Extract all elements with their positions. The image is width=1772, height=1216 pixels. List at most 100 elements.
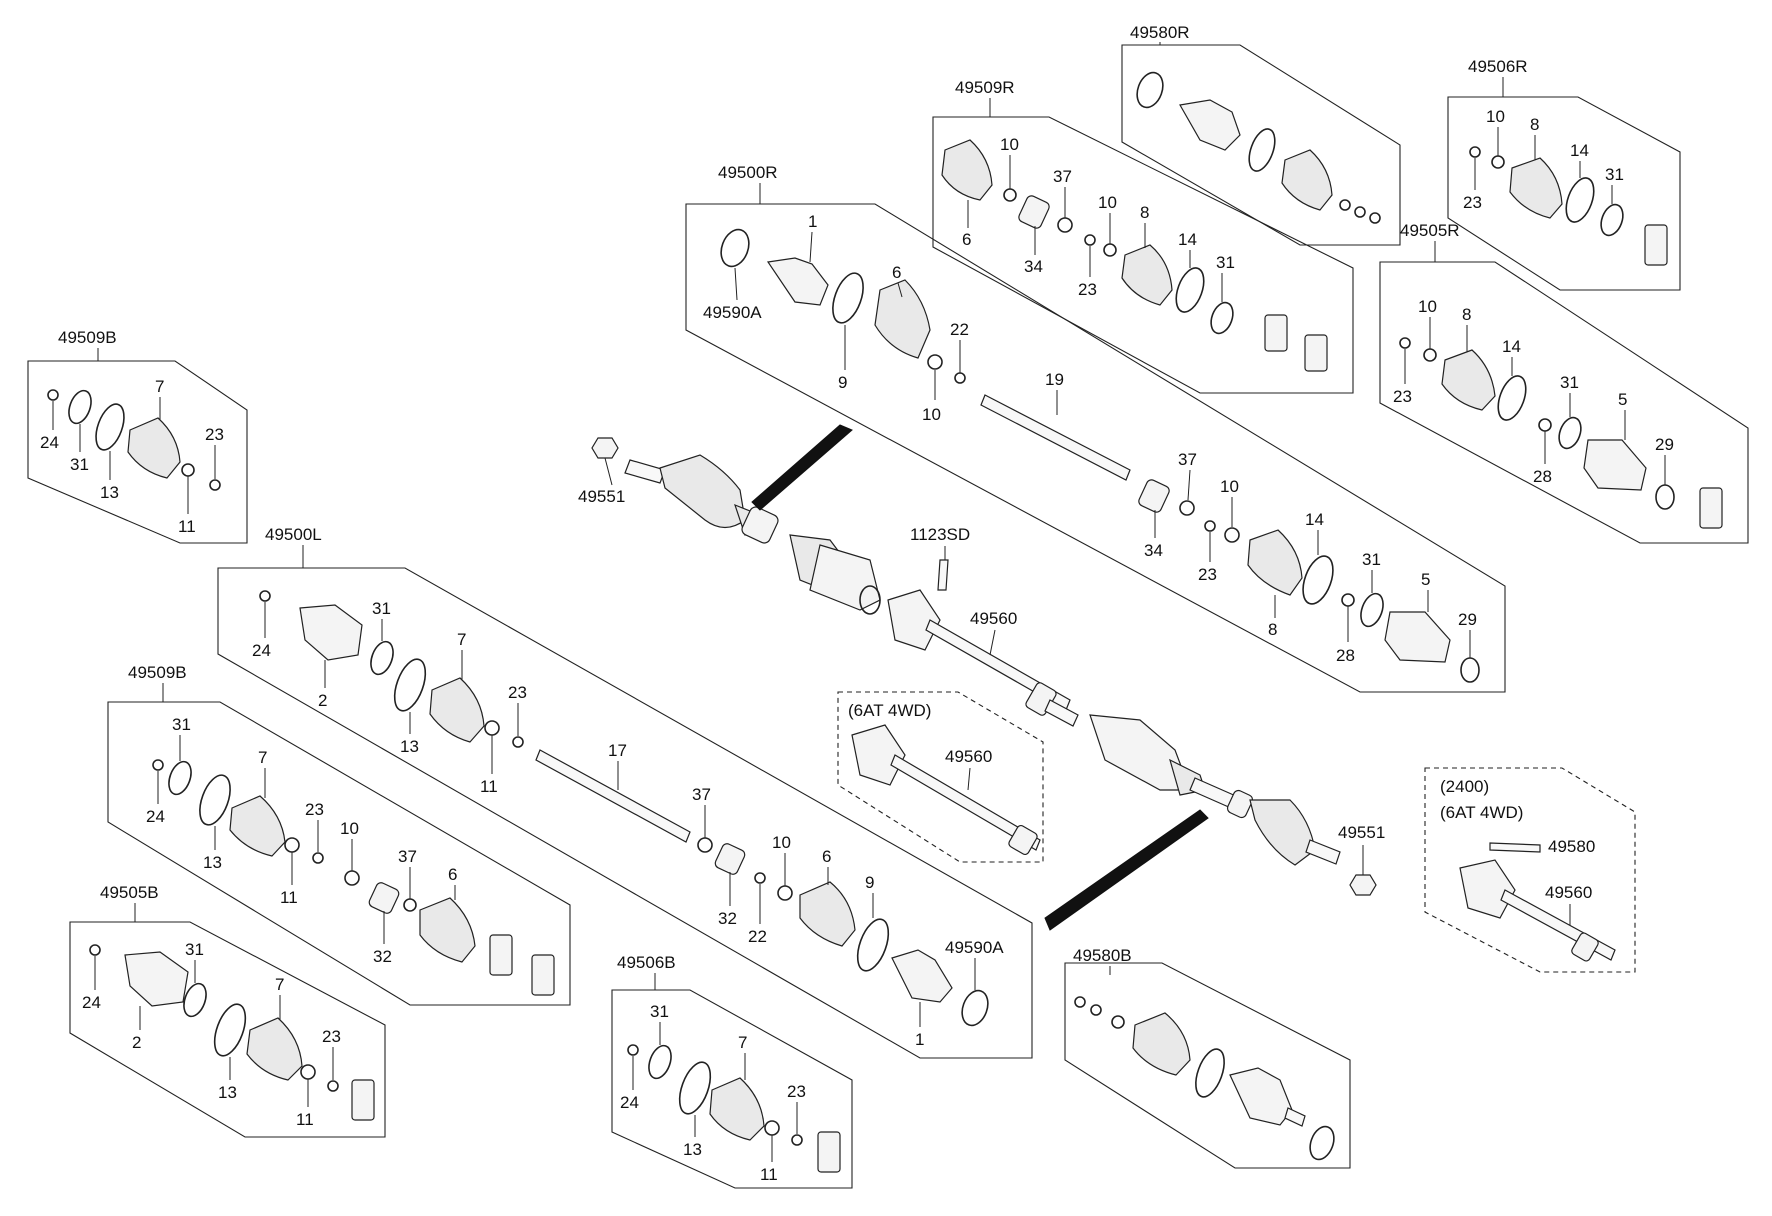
part-label: 5	[1421, 570, 1430, 589]
intermediate-shaft-49560	[887, 589, 1079, 727]
part-label: 11	[178, 517, 196, 536]
part-label: 31	[650, 1002, 669, 1021]
boot-7-49505B	[246, 1017, 303, 1081]
callout-49560-main: 49560	[970, 609, 1017, 628]
part-label: 23	[305, 800, 324, 819]
clamp-31-49509B-mid	[168, 760, 192, 796]
part-label: 13	[100, 483, 119, 502]
ring-11-49506B	[764, 1120, 780, 1136]
stub-49580B	[1284, 1107, 1306, 1127]
grease-tube-b-49509B-mid	[531, 954, 555, 996]
part-label: 10	[922, 405, 941, 424]
part-label: 1	[808, 212, 817, 231]
clip-23-49509R	[1084, 234, 1096, 246]
clip-24-49506B	[627, 1044, 639, 1056]
part-label: 32	[718, 909, 737, 928]
clamp-31-49500L	[370, 640, 394, 676]
boot-49580R	[1281, 149, 1333, 211]
callout-49560-6at: 49560	[945, 747, 992, 766]
callout-49580-2400: 49580	[1548, 837, 1595, 856]
callout-49551-upper: 49551	[578, 487, 625, 506]
grease-tube-a-49509R	[1264, 314, 1288, 352]
main-drive-shaft-lower	[1089, 714, 1341, 866]
grease-tube-b-49509R	[1304, 334, 1328, 372]
group-box-49509R	[932, 116, 1354, 394]
part-label: 37	[1178, 450, 1197, 469]
part-label: 31	[1560, 373, 1579, 392]
boot-8-r	[1247, 529, 1303, 596]
boot-clamp-13-49509B-top	[95, 403, 125, 451]
ring-a-49580R	[1339, 199, 1351, 211]
group-box-6at-4wd	[837, 691, 1044, 863]
callout-49590A-l: 49590A	[945, 938, 1004, 957]
ring-11-49509B-mid	[284, 837, 300, 853]
clamp-31-49506B	[648, 1044, 672, 1080]
part-label: 24	[252, 641, 271, 660]
boot-8-49506R	[1509, 157, 1563, 219]
clip-23-49505B	[327, 1080, 339, 1092]
bearing-34-49509R	[1018, 195, 1050, 229]
part-label: 24	[146, 807, 165, 826]
boot-clamp-14-49506R	[1565, 177, 1595, 223]
ring-b-49580B	[1090, 1004, 1102, 1016]
part-label: 31	[70, 455, 89, 474]
inner-joint-5-49505R	[1583, 439, 1647, 491]
clip-22-r	[954, 372, 966, 384]
part-label: 11	[296, 1110, 314, 1129]
grease-tube-49505R	[1699, 487, 1723, 529]
part-label: 23	[1078, 280, 1097, 299]
part-label: 2	[318, 691, 327, 710]
callout-49551-lower: 49551	[1338, 823, 1385, 842]
part-label: 19	[1045, 370, 1064, 389]
clip-23-49509B-top	[209, 479, 221, 491]
part-label: 8	[1462, 305, 1471, 324]
outer-joint-49580R	[1179, 99, 1241, 151]
ring-28-49505R	[1538, 418, 1552, 432]
boot-6-r	[874, 279, 931, 359]
outer-joint-49580B	[1229, 1067, 1293, 1126]
part-label: 2	[132, 1033, 141, 1052]
part-label: 6	[892, 263, 901, 282]
outer-joint-1-49500L	[891, 949, 953, 1003]
part-label: 11	[280, 888, 298, 907]
ring-28-r	[1341, 593, 1355, 607]
part-label: 24	[82, 993, 101, 1012]
group-title-49500R: 49500R	[718, 163, 778, 182]
clamp-31-49509B-top	[68, 389, 92, 425]
part-label: 28	[1336, 646, 1355, 665]
intermediate-shaft-6at-4wd	[851, 724, 1041, 856]
clip-24-49509B-top	[47, 389, 59, 401]
clamp-49580B	[1195, 1048, 1225, 1098]
ring-10a-49509R	[1003, 188, 1017, 202]
intermediate-shaft-2400	[1459, 859, 1616, 962]
group-title-49580B: 49580B	[1073, 946, 1132, 965]
part-label: 10	[772, 833, 791, 852]
clip-23-49509B-mid	[312, 852, 324, 864]
part-label: 13	[218, 1083, 237, 1102]
group-title-49500L: 49500L	[265, 525, 322, 544]
clip-23-49505R	[1399, 337, 1411, 349]
ring-a-49580B	[1074, 996, 1086, 1008]
group-title-49509B-top: 49509B	[58, 328, 117, 347]
boot-clamp-14-49509R	[1175, 267, 1205, 313]
part-label: 14	[1178, 230, 1197, 249]
part-label: 7	[275, 975, 284, 994]
part-label: 31	[172, 715, 191, 734]
group-box-49509B-top	[27, 360, 248, 544]
part-label: 13	[400, 737, 419, 756]
note-6at-4wd-b: (6AT 4WD)	[1440, 803, 1523, 822]
clamp-31-49505B	[183, 982, 207, 1018]
part-label: 23	[1393, 387, 1412, 406]
part-label: 10	[1098, 193, 1117, 212]
group-box-49506B	[611, 989, 853, 1189]
part-label: 37	[1053, 167, 1072, 186]
ring-10a-r	[927, 354, 943, 370]
boot-8-49505R	[1441, 349, 1496, 411]
abs-ring-49580B	[1309, 1125, 1335, 1161]
group-title-49505B: 49505B	[100, 883, 159, 902]
ring-10-49506R	[1491, 155, 1505, 169]
clip-24-49509B-mid	[152, 759, 164, 771]
bolt-49580-2400	[1489, 842, 1541, 853]
part-label: 37	[398, 847, 417, 866]
bolt-1123SD	[937, 559, 949, 591]
